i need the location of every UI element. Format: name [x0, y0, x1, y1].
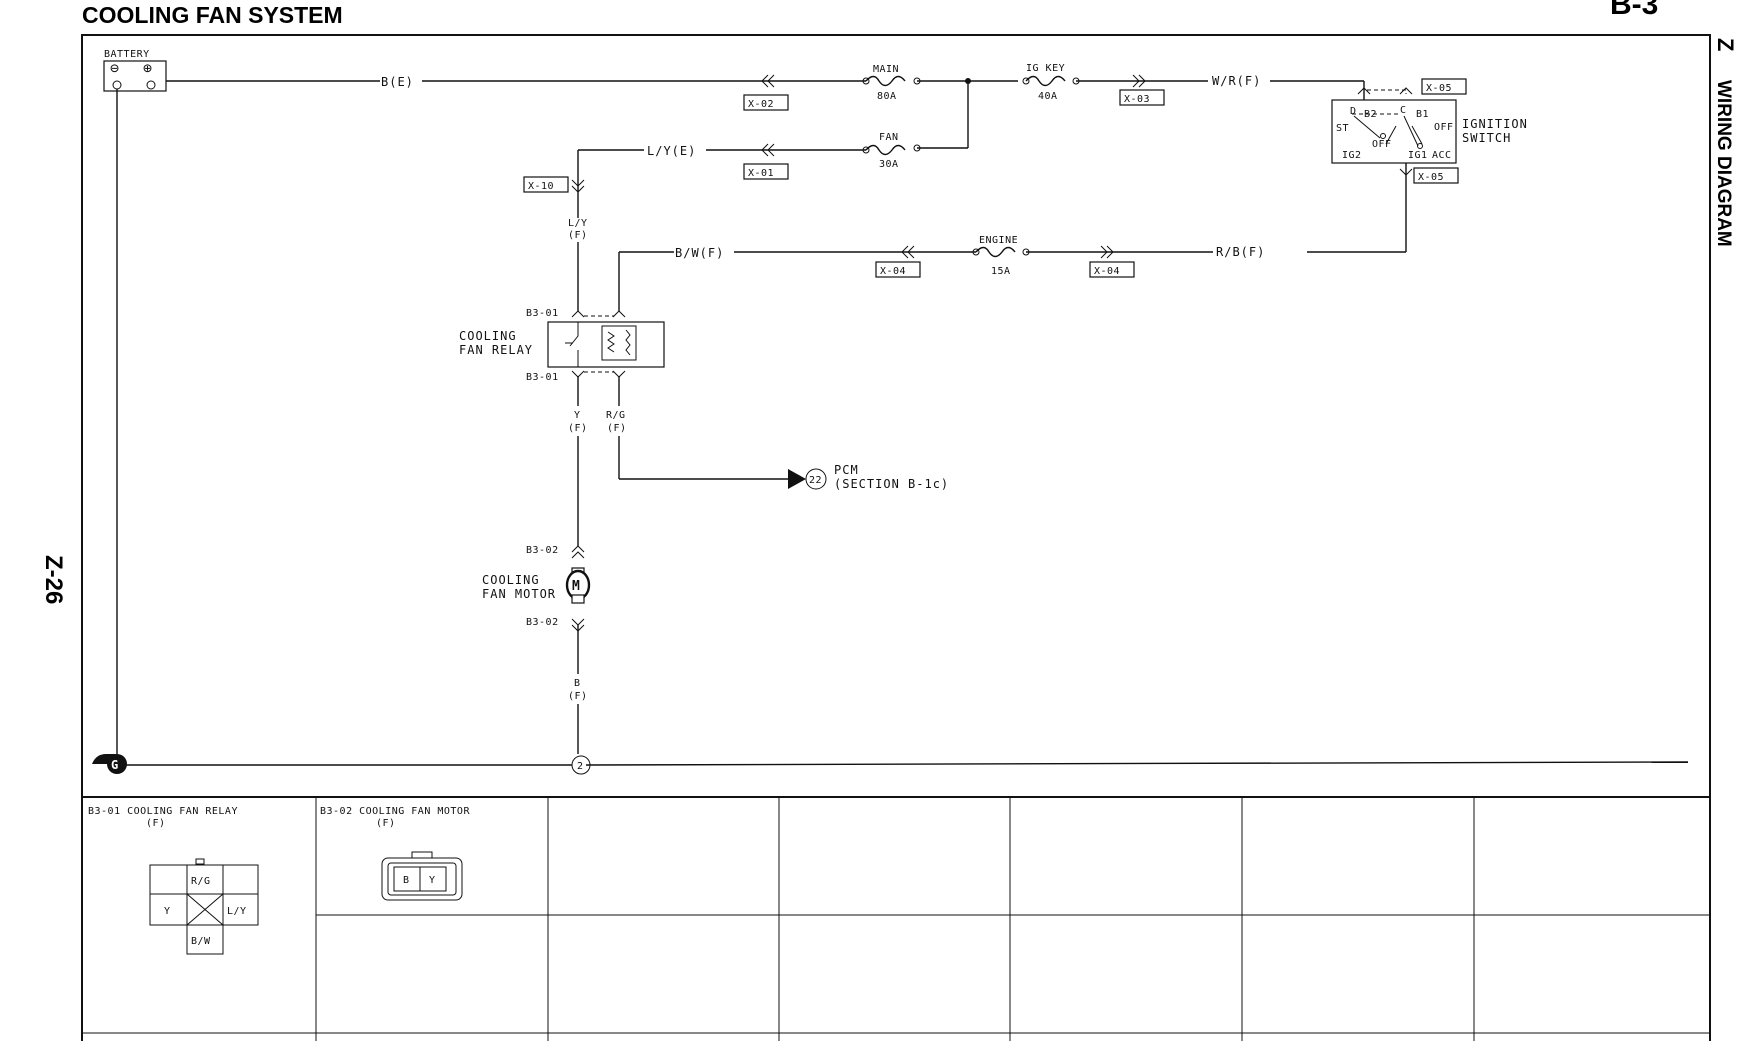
b3-01-title: B3-01 COOLING FAN RELAY: [88, 806, 238, 817]
ign-pin-c: C: [1400, 105, 1407, 116]
motor-label-2: FAN MOTOR: [482, 587, 556, 601]
wire-label-b-e: B(E): [381, 75, 414, 89]
fuse-fan-rating: 30A: [879, 159, 899, 170]
fuse-engine-rating: 15A: [991, 266, 1011, 277]
b3-01-pin-left: Y: [164, 906, 171, 917]
b3-02-pin-left: B: [403, 875, 410, 886]
cooling-fan-motor: M COOLING FAN MOTOR: [482, 567, 591, 604]
connector-b3-01-bottom: B3-01: [526, 372, 559, 383]
b3-02-connector-face: B Y: [381, 851, 463, 901]
ign-pin-st: ST: [1336, 123, 1349, 134]
wire-label-b: B: [574, 678, 581, 689]
fuse-fan: FAN 30A: [862, 132, 921, 170]
connector-x05-bottom: X-05: [1418, 172, 1444, 183]
pcm-label-1: PCM: [834, 463, 859, 477]
relay-label-1: COOLING: [459, 329, 517, 343]
battery-label: BATTERY: [104, 49, 150, 60]
wire-label-y-f: (F): [568, 423, 588, 434]
battery: BATTERY ⊖ ⊕: [103, 49, 167, 92]
ignition-switch-label-1: IGNITION: [1462, 117, 1528, 131]
b3-01-pin-right: L/Y: [227, 906, 247, 917]
pcm-label-2: (SECTION B-1c): [834, 477, 949, 491]
connector-x04-left: X-04: [880, 266, 906, 277]
inline-connector-marks: [571, 74, 1146, 632]
wire-label-ly-f: (F): [568, 230, 588, 241]
wires: [116, 78, 1689, 766]
ign-pin-b1: B1: [1416, 109, 1429, 120]
relay-label-2: FAN RELAY: [459, 343, 533, 357]
fuse-ig-key-name: IG KEY: [1026, 63, 1065, 74]
wire-label-b-f: (F): [568, 691, 588, 702]
fuse-ig-key: IG KEY 40A: [1022, 63, 1080, 102]
section-name: WIRING DIAGRAM: [1713, 80, 1734, 247]
b3-02-pin-right: Y: [429, 875, 436, 886]
page-title: COOLING FAN SYSTEM: [82, 2, 343, 28]
fuse-fan-name: FAN: [879, 132, 899, 143]
connector-x01: X-01: [748, 168, 774, 179]
connector-b3-02-bottom: B3-02: [526, 617, 559, 628]
ground-junction: 2: [577, 761, 584, 772]
diagram-code: B-3: [1610, 0, 1658, 21]
pcm-connection: 22 PCM (SECTION B-1c): [788, 463, 949, 491]
wire-label-ly: L/Y: [568, 218, 588, 229]
b3-02-title: B3-02 COOLING FAN MOTOR: [320, 806, 470, 817]
motor-label-1: COOLING: [482, 573, 540, 587]
fuse-ig-key-rating: 40A: [1038, 91, 1058, 102]
ign-pin-ig1: IG1: [1408, 150, 1428, 161]
connector-table: B3-01 COOLING FAN RELAY (F) R/G Y L/Y B/…: [88, 797, 1710, 1041]
ignition-switch: D B2 C B1 ST OFF OFF IG2 IG1 ACC IGNITIO…: [1331, 87, 1528, 176]
wire-label-y: Y: [574, 410, 581, 421]
cooling-fan-relay: COOLING FAN RELAY: [459, 310, 665, 378]
section-letter: Z: [1713, 38, 1738, 51]
battery-minus-terminal: ⊖: [110, 59, 119, 77]
page-number: Z-26: [40, 555, 67, 604]
ign-pin-d: D: [1350, 106, 1357, 117]
ign-pin-off-left: OFF: [1372, 139, 1392, 150]
b3-01-pin-top: R/G: [191, 876, 211, 887]
connector-b3-01-top: B3-01: [526, 308, 559, 319]
wire-label-rg: R/G: [606, 410, 626, 421]
fuse-main: MAIN 80A: [862, 64, 921, 102]
ignition-switch-label-2: SWITCH: [1462, 131, 1511, 145]
ign-pin-b2: B2: [1364, 109, 1377, 120]
fuse-engine-name: ENGINE: [979, 235, 1018, 246]
wire-label-rg-f: (F): [607, 423, 627, 434]
fuse-main-name: MAIN: [873, 64, 899, 75]
b3-01-sub: (F): [146, 818, 166, 829]
motor-symbol: M: [572, 579, 580, 594]
ign-pin-ig2: IG2: [1342, 150, 1362, 161]
connector-x02: X-02: [748, 99, 774, 110]
ign-pin-acc: ACC: [1432, 150, 1452, 161]
connector-x03: X-03: [1124, 94, 1150, 105]
ground: G 2: [92, 754, 591, 775]
connector-x05-top: X-05: [1426, 83, 1452, 94]
connector-b3-02-top: B3-02: [526, 545, 559, 556]
ground-symbol: G: [111, 758, 118, 772]
wire-label-bw-f: B/W(F): [675, 246, 724, 260]
diagram-frame: [81, 34, 1711, 1041]
ign-pin-off-right: OFF: [1434, 122, 1454, 133]
wire-labels: B(E) L/Y(E) W/R(F) L/Y (F) B/W(F) R/B(F)…: [381, 74, 1265, 702]
b3-02-sub: (F): [376, 818, 396, 829]
wire-label-rb-f: R/B(F): [1216, 245, 1265, 259]
b3-01-pin-bottom: B/W: [191, 936, 211, 947]
connector-x04-right: X-04: [1094, 266, 1120, 277]
connector-labels: X-02 X-03 X-01 X-10 X-05 X-05 X-04 X-04 …: [523, 78, 1467, 628]
pcm-pin: 22: [809, 475, 822, 486]
battery-plus-terminal: ⊕: [143, 59, 152, 77]
b3-01-connector-face: R/G Y L/Y B/W: [149, 858, 259, 955]
wire-label-ly-e: L/Y(E): [647, 144, 696, 158]
connector-x10: X-10: [528, 181, 554, 192]
wire-label-wr-f: W/R(F): [1212, 74, 1261, 88]
fuse-engine: ENGINE 15A: [972, 235, 1030, 277]
fuse-main-rating: 80A: [877, 91, 897, 102]
